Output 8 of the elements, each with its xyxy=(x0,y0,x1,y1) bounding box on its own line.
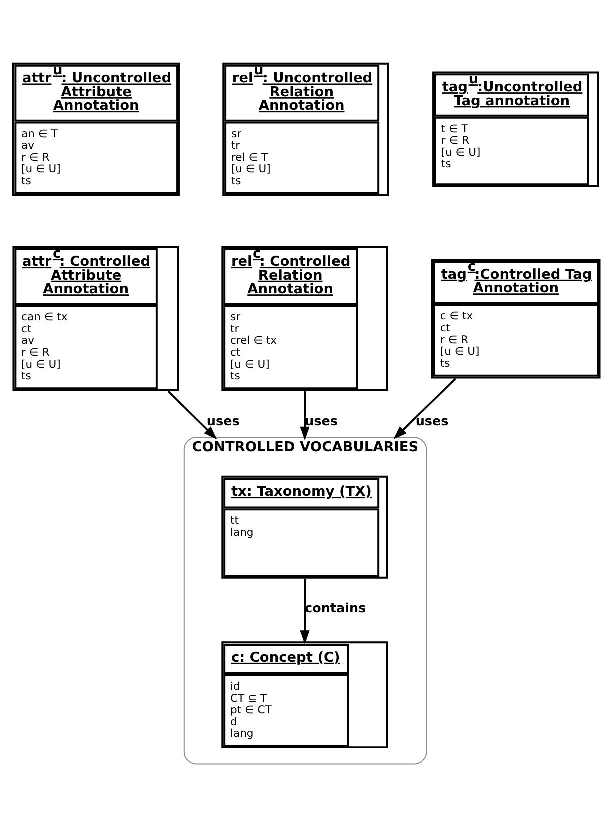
edge-label: uses xyxy=(206,414,240,429)
arrow xyxy=(300,391,310,440)
edge-label: uses xyxy=(305,414,338,429)
arrow xyxy=(394,378,456,440)
edge-label: uses xyxy=(416,414,449,429)
edge-label: contains xyxy=(305,601,366,616)
arrow xyxy=(300,578,310,644)
arrow xyxy=(168,390,218,440)
